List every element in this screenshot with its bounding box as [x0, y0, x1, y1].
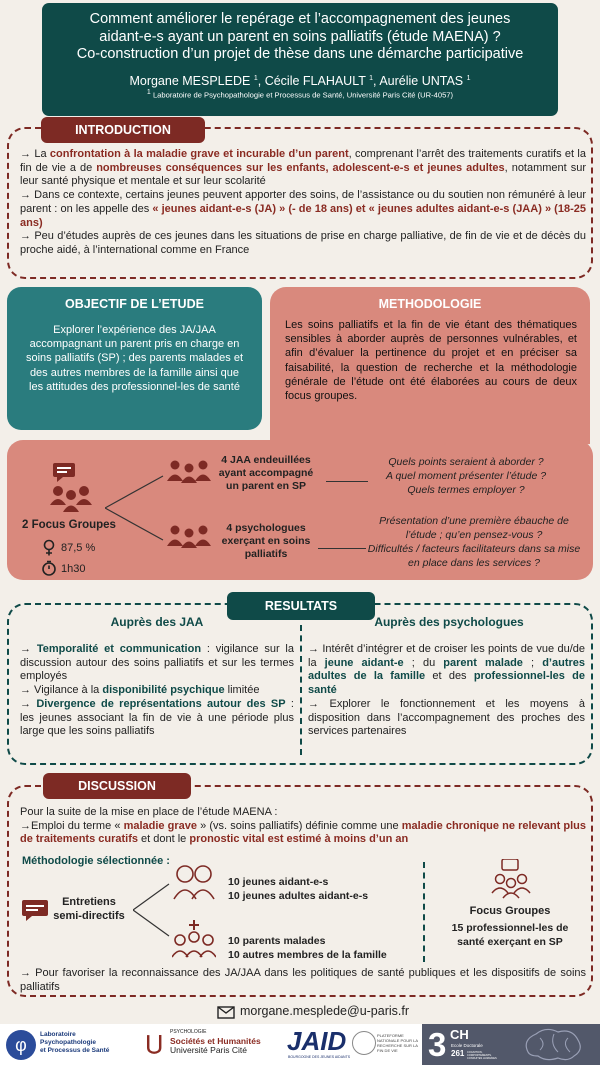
methodologie-title: METHODOLOGIE: [378, 297, 482, 311]
ed-logo-number: 3: [428, 1026, 447, 1063]
objectif-box: [7, 287, 262, 430]
duration: 1h30: [61, 563, 86, 575]
discussion-conclusion: → Pour favoriser la reconnaissance des J…: [20, 967, 586, 993]
brain-icon: [520, 1028, 590, 1062]
discussion-text: Pour la suite de la mise en place de l’é…: [20, 806, 587, 846]
poster-title-line3: Co-construction d’un projet de thèse dan…: [76, 46, 524, 62]
questions-psychologues: Présentation d’une première ébauche de l…: [367, 515, 581, 569]
introduction-text: → La confrontation à la maladie grave et…: [20, 148, 586, 258]
contact-email[interactable]: morgane.mesplede@u-paris.fr: [240, 1004, 410, 1018]
ed-logo-code: 261: [451, 1049, 465, 1058]
objectif-text: Explorer l’expérience des JA/JAA accompa…: [25, 324, 244, 393]
poster-header: Comment améliorer le repérage et l’accom…: [42, 3, 558, 116]
methodologie-top: [270, 287, 590, 444]
female-icon: [42, 539, 56, 557]
introduction-label: INTRODUCTION: [41, 117, 205, 143]
labo-logo-icon: φ: [6, 1030, 36, 1060]
methodologie-text: Les soins palliatifs et la fin de vie ét…: [285, 319, 577, 403]
people-icon-psychologues: [166, 524, 212, 548]
introduction-box: [7, 127, 593, 279]
entretiens-bracket: [133, 883, 170, 937]
poster-title-line2: aidant-e-s ayant un parent en soins pall…: [99, 28, 501, 45]
group-psychologues: 4 psychologues exerçant en soins palliat…: [221, 522, 311, 560]
resultats-jaa-text: → Temporalité et communication : vigilan…: [20, 643, 294, 738]
focus-groups-title: Focus Groupes: [469, 905, 551, 917]
resultats-psy-title: Auprès des psychologues: [374, 615, 524, 629]
objectif-title: OBJECTIF DE L’ETUDE: [65, 297, 204, 311]
affiliation: 1 Laboratoire de Psychopathologie et Pro…: [146, 88, 454, 100]
chat-icon: [22, 900, 48, 922]
group-jaa: 4 JAA endeuillées ayant accompagné un pa…: [218, 454, 314, 492]
timer-icon: [41, 560, 57, 576]
poster-title-line1: Comment améliorer le repérage et l’accom…: [89, 11, 511, 27]
intro-paragraph-3: → Peu d’études auprès de ces jeunes dans…: [20, 230, 586, 256]
focus-groups-count: 2 Focus Groupes: [22, 519, 116, 531]
connector-1: [326, 481, 368, 482]
resultats-psy-text: → Intérêt d’intégrer et de croiser les p…: [308, 643, 585, 738]
focus-groups-text: 15 professionnel-les de santé exerçant e…: [451, 922, 569, 948]
jaid-logo: JAID: [287, 1026, 347, 1056]
ed-logo-text: Ecole Doctorale: [451, 1043, 483, 1048]
discussion-label: DISCUSSION: [43, 773, 191, 799]
focus-group-icon-2: [490, 859, 532, 899]
intro-paragraph-1: → La confrontation à la maladie grave et…: [20, 148, 586, 188]
focus-group-bracket: [105, 475, 164, 541]
authors: Morgane MESPLEDE 1, Cécile FLAHAULT 1, A…: [129, 73, 471, 88]
connector-2: [318, 548, 366, 549]
plateforme-logo-text: PLATEFORME NATIONALE POUR LA RECHERCHE S…: [377, 1033, 418, 1053]
upc-logo-icon: ⋃: [146, 1033, 163, 1055]
female-percentage: 87,5 %: [61, 542, 96, 554]
people-icon-jaa: [166, 459, 212, 483]
email-icon: [217, 1006, 235, 1019]
discussion-divider: [423, 862, 425, 962]
questions-jaa: Quels points seraient à aborder ?A quel …: [385, 456, 547, 496]
family-icon: [172, 918, 216, 958]
intro-paragraph-2: → Dans ce contexte, certains jeunes peuv…: [20, 189, 586, 229]
resultats-jaa-title: Auprès des JAA: [110, 615, 204, 629]
discussion-box: [7, 785, 593, 997]
plateforme-logo-icon: [352, 1031, 376, 1055]
resultats-divider: [300, 625, 302, 755]
jaid-logo-sub: BOURGOGNE DES JEUNES AIDANTS: [288, 1055, 351, 1059]
entretiens-label: Entretiens semi-directifs: [53, 896, 125, 922]
methodologie-selectionnee: Méthodologie sélectionnée :: [22, 855, 170, 867]
methodologie-bottom: [7, 440, 593, 580]
focus-group-icon: [47, 463, 95, 513]
resultats-label: RESULTATS: [227, 592, 375, 620]
young-caregivers-icon: [172, 863, 216, 901]
ed-logo-ch: CH: [450, 1027, 469, 1042]
ed-logo-sub: COGNITION, COMPORTEMENTS, CONDUITES HUMA…: [467, 1051, 497, 1060]
